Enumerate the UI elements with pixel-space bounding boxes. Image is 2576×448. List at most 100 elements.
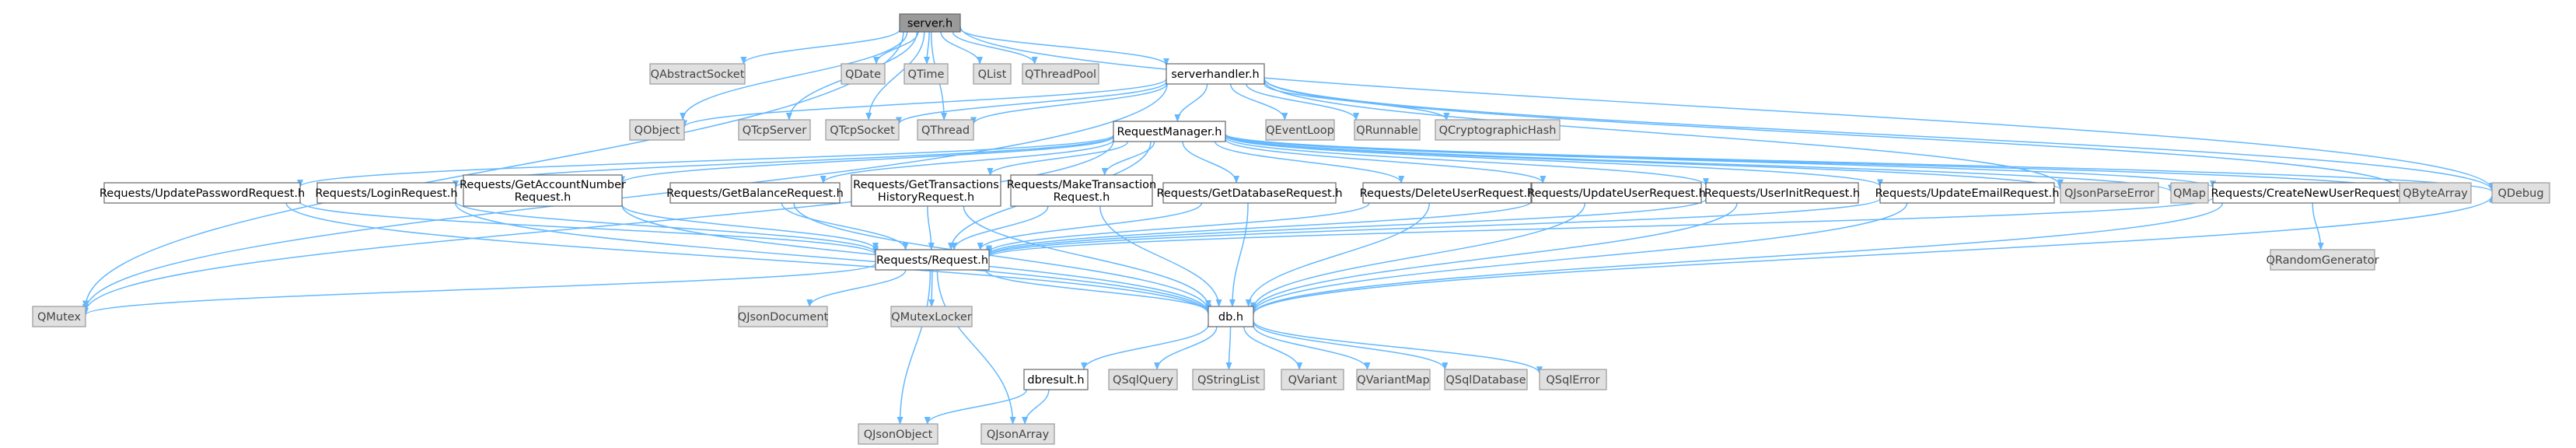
edge-request-manager-to-qdebug [1225, 133, 2495, 193]
node-label-delete-user: Requests/DeleteUserRequest.h [1360, 187, 1535, 200]
node-update-password[interactable]: Requests/UpdatePasswordRequest.h [100, 182, 305, 204]
node-label-qjson-parse-error: QJsonParseError [2064, 187, 2155, 200]
edge-get-transactions-to-db [963, 205, 1211, 309]
node-update-email[interactable]: Requests/UpdateEmailRequest.h [1875, 182, 2060, 204]
node-server[interactable]: server.h [899, 13, 961, 33]
edge-request-manager-to-get-transactions [987, 141, 1129, 176]
node-box-make-transaction [1010, 174, 1153, 207]
node-qrunnable: QRunnable [1354, 119, 1421, 141]
edge-db-to-qdebug [1253, 194, 2495, 315]
node-box-create-new-user [2212, 182, 2410, 204]
node-label-qjson-document: QJsonDocument [738, 311, 829, 324]
node-box-update-password [103, 182, 301, 204]
edge-request-manager-to-update-user [1225, 138, 1547, 184]
node-create-new-user[interactable]: Requests/CreateNewUserRequest.h [2211, 182, 2411, 204]
node-box-get-account-number [463, 174, 623, 207]
node-delete-user[interactable]: Requests/DeleteUserRequest.h [1360, 182, 1535, 204]
edge-server-to-qthread-pool [952, 31, 1038, 65]
node-dbresult[interactable]: dbresult.h [1023, 369, 1089, 390]
edge-request-manager-to-qmutex [82, 140, 1114, 313]
node-label-qthread-pool: QThreadPool [1025, 68, 1096, 81]
edge-server-to-qdate [873, 31, 919, 65]
edge-serverhandler-to-qjson-parse-error [1264, 80, 2064, 187]
edge-request-to-qmutex-locker [928, 269, 935, 307]
edge-get-account-number-to-request [621, 204, 879, 251]
node-qjson-document: QJsonDocument [738, 306, 829, 327]
node-label-update-email: Requests/UpdateEmailRequest.h [1875, 187, 2060, 200]
node-label-qvariant-map: QVariantMap [1357, 374, 1429, 387]
edge-user-init-to-db [1250, 202, 1738, 313]
node-label-update-user: Requests/UpdateUserRequest.h [1527, 187, 1706, 200]
edge-request-manager-to-update-email [1225, 135, 1883, 187]
node-label-serverhandler: serverhandler.h [1171, 68, 1260, 81]
node-label-qdate: QDate [845, 68, 881, 81]
node-label-request-manager: RequestManager.h [1117, 126, 1222, 138]
node-label-qmutex-locker: QMutexLocker [891, 311, 972, 324]
node-label-get-transactions-line-2: HistoryRequest.h [878, 191, 974, 204]
edge-server-to-qlist [940, 31, 984, 65]
node-label-get-database: Requests/GetDatabaseRequest.h [1156, 187, 1342, 200]
edge-request-to-qmutex [82, 263, 876, 316]
node-box-login-request [316, 182, 456, 204]
edge-db-to-qvariant [1243, 326, 1303, 370]
node-box-qdebug [2491, 182, 2550, 204]
edge-server-to-qtcp-socket [865, 31, 925, 121]
node-box-update-user [1531, 182, 1702, 204]
node-db[interactable]: db.h [1208, 306, 1254, 327]
edge-server-to-qmutex [82, 31, 904, 309]
edge-server-to-serverhandler [959, 28, 1169, 66]
node-label-update-password: Requests/UpdatePasswordRequest.h [100, 187, 305, 200]
node-box-serverhandler [1166, 63, 1265, 85]
node-label-qobject: QObject [634, 124, 680, 137]
edge-update-user-to-db [1250, 202, 1586, 310]
node-box-get-balance [669, 182, 841, 204]
node-login-request[interactable]: Requests/LoginRequest.h [315, 182, 458, 204]
node-label-qrandom-generator: QRandomGenerator [2266, 254, 2379, 267]
edge-server-to-qabstract-socket [740, 29, 900, 65]
node-qsql-database: QSqlDatabase [1444, 369, 1528, 390]
node-get-database[interactable]: Requests/GetDatabaseRequest.h [1156, 182, 1343, 204]
node-get-balance[interactable]: Requests/GetBalanceRequest.h [666, 182, 844, 204]
edge-get-database-to-db [1229, 202, 1249, 307]
edge-update-password-to-request [299, 201, 879, 256]
node-label-request: Requests/Request.h [876, 254, 988, 267]
edge-db-to-qsql-error [1253, 320, 1543, 375]
node-label-make-transaction-line-1: Requests/MakeTransaction [1007, 179, 1157, 191]
node-box-qtcp-socket [825, 119, 900, 141]
node-box-qmutex-locker [890, 306, 973, 327]
node-label-qtcp-server: QTcpServer [743, 124, 807, 137]
node-request-manager[interactable]: RequestManager.h [1113, 121, 1226, 142]
node-qmutex-locker: QMutexLocker [890, 306, 973, 327]
node-qmutex: QMutex [32, 306, 86, 327]
node-box-qabstract-socket [649, 63, 746, 85]
node-qtcp-server: QTcpServer [738, 119, 811, 141]
node-box-get-database [1162, 182, 1337, 204]
edge-delete-user-to-request [986, 202, 1370, 254]
node-label-qlist: QList [978, 68, 1007, 81]
node-update-user[interactable]: Requests/UpdateUserRequest.h [1527, 182, 1706, 204]
node-box-qmap [2170, 182, 2209, 204]
node-request[interactable]: Requests/Request.h [875, 249, 990, 271]
edge-request-manager-to-update-password [297, 134, 1114, 187]
node-box-qthread-pool [1022, 63, 1099, 85]
edge-server-to-qobject [680, 31, 908, 121]
edge-serverhandler-to-request-manager [1174, 83, 1208, 122]
node-box-qjson-object [858, 423, 938, 445]
node-box-qtime [904, 63, 949, 85]
edge-db-to-dbresult [1081, 324, 1209, 370]
edge-make-transaction-to-db [1099, 205, 1222, 307]
node-box-qthread [917, 119, 974, 141]
node-label-create-new-user: Requests/CreateNewUserRequest.h [2211, 187, 2411, 200]
node-serverhandler[interactable]: serverhandler.h [1166, 63, 1265, 85]
edge-request-manager-to-make-transaction [1101, 141, 1155, 176]
edge-update-password-to-db [285, 202, 1211, 315]
node-qstring-list: QStringList [1192, 369, 1265, 390]
node-user-init[interactable]: Requests/UserInitRequest.h [1704, 182, 1860, 204]
node-box-qvariant-map [1356, 369, 1431, 390]
edge-db-to-qstring-list [1225, 326, 1232, 370]
edge-update-email-to-db [1250, 202, 1908, 314]
